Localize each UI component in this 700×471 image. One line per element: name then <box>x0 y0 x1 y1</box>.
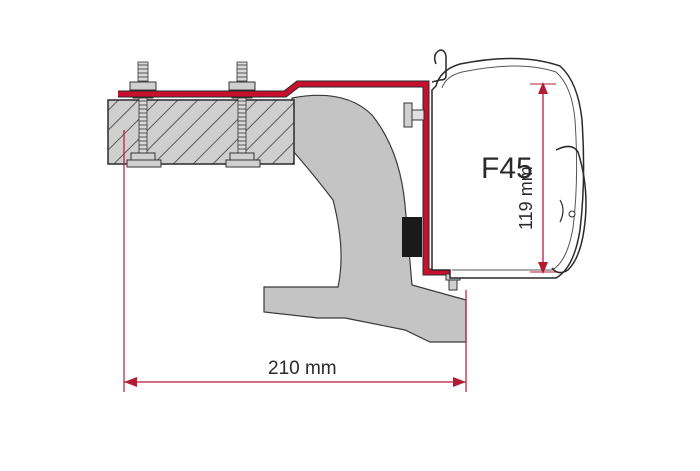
model-label: F45 <box>481 152 533 185</box>
height-dimension-line <box>530 82 556 274</box>
rubber-spacer <box>402 217 422 257</box>
adapter-profile-red <box>118 81 462 275</box>
profile-screw <box>403 102 425 128</box>
awning-cassette <box>431 49 587 279</box>
support-bracket <box>263 94 467 343</box>
width-dimension-line <box>123 130 467 392</box>
width-dimension-label: 210 mm <box>268 358 337 379</box>
height-dimension-label: 119 mm <box>516 166 536 230</box>
